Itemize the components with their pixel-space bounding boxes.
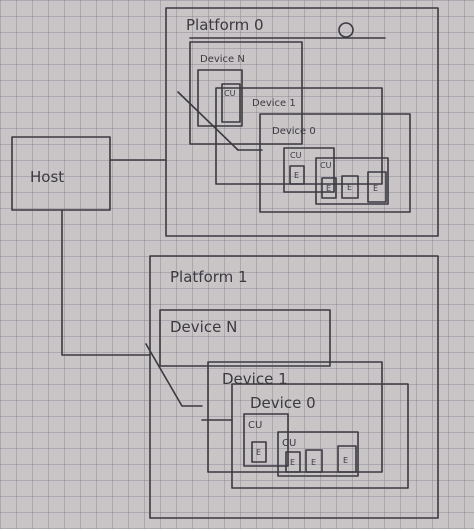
platform-1-device-0-box — [231, 383, 409, 489]
platform-0-pe-4-label: E — [373, 184, 378, 193]
host-box — [11, 136, 111, 211]
platform-1: Platform 1 Device N Device 1 Device 0 CU… — [145, 255, 439, 519]
host-label: Host — [30, 168, 64, 186]
platform-1-cu-a-label: CU — [248, 420, 262, 431]
platform-0-device-0: Device 0 CU E CU E E E — [259, 113, 411, 213]
platform-0-device-n: Device N — [189, 41, 303, 145]
platform-1-pe-4 — [337, 445, 357, 473]
platform-0-device-1-cu-box — [221, 83, 241, 123]
platform-1-pe-1 — [251, 441, 267, 463]
platform-0-box — [165, 7, 439, 237]
platform-1-box — [149, 255, 439, 519]
platform-0-link-diagonal — [177, 91, 239, 151]
platform-1-device-n-box — [159, 309, 331, 367]
platform-1-pe-2 — [285, 451, 301, 473]
platform-1-cu-b-box — [277, 431, 359, 477]
platform-0-device-n-box — [189, 41, 303, 145]
host-node: Host — [11, 136, 111, 211]
platform-0-device-n-label: Device N — [200, 54, 245, 65]
platform-0: Platform 0 Device N Device 1 CU Device 0… — [165, 7, 439, 237]
platform-1-pe-3-label: E — [311, 458, 316, 467]
platform-1-pe-3 — [305, 449, 323, 473]
platform-0-pe-3-label: E — [347, 183, 352, 192]
platform-0-device-1-label: Device 1 — [252, 98, 296, 109]
platform-0-label: Platform 0 — [186, 16, 264, 34]
platform-0-cu-b-box — [315, 157, 389, 205]
platform-0-cu-a-box — [283, 147, 335, 193]
platform-1-device-0-label: Device 0 — [250, 394, 316, 412]
platform-0-pe-2 — [321, 177, 337, 199]
platform-0-device-0-label: Device 0 — [272, 126, 316, 137]
platform-0-circle-mark — [338, 22, 354, 38]
platform-1-device-n-label: Device N — [170, 318, 237, 336]
platform-0-cu-a-label: CU — [290, 151, 302, 160]
platform-1-cu-a-box — [243, 413, 289, 467]
platform-1-device-n: Device N — [159, 309, 331, 367]
platform-0-pe-3 — [341, 175, 359, 199]
connector-host-platform-1 — [61, 209, 151, 356]
platform-0-device-0-box — [259, 113, 411, 213]
platform-1-pe-1-label: E — [256, 448, 261, 457]
platform-0-device-1-cu-label: CU — [224, 89, 236, 98]
platform-0-pe-1-label: E — [294, 171, 299, 180]
platform-1-link-diagonal — [145, 343, 203, 407]
host-connectors — [61, 159, 167, 356]
platform-0-cu-b-label: CU — [320, 161, 332, 170]
platform-0-pe-1 — [289, 165, 305, 185]
platform-1-cu-b-label: CU — [282, 438, 296, 449]
platform-0-pe-2-label: E — [326, 184, 331, 193]
platform-0-pe-4 — [367, 171, 387, 203]
platform-1-device-0: Device 0 CU E CU E E E — [231, 383, 409, 489]
platform-1-pe-4-label: E — [343, 456, 348, 465]
platform-1-label: Platform 1 — [170, 268, 248, 286]
platform-1-pe-2-label: E — [290, 458, 295, 467]
platform-0-device-n-cu-box — [197, 69, 243, 127]
